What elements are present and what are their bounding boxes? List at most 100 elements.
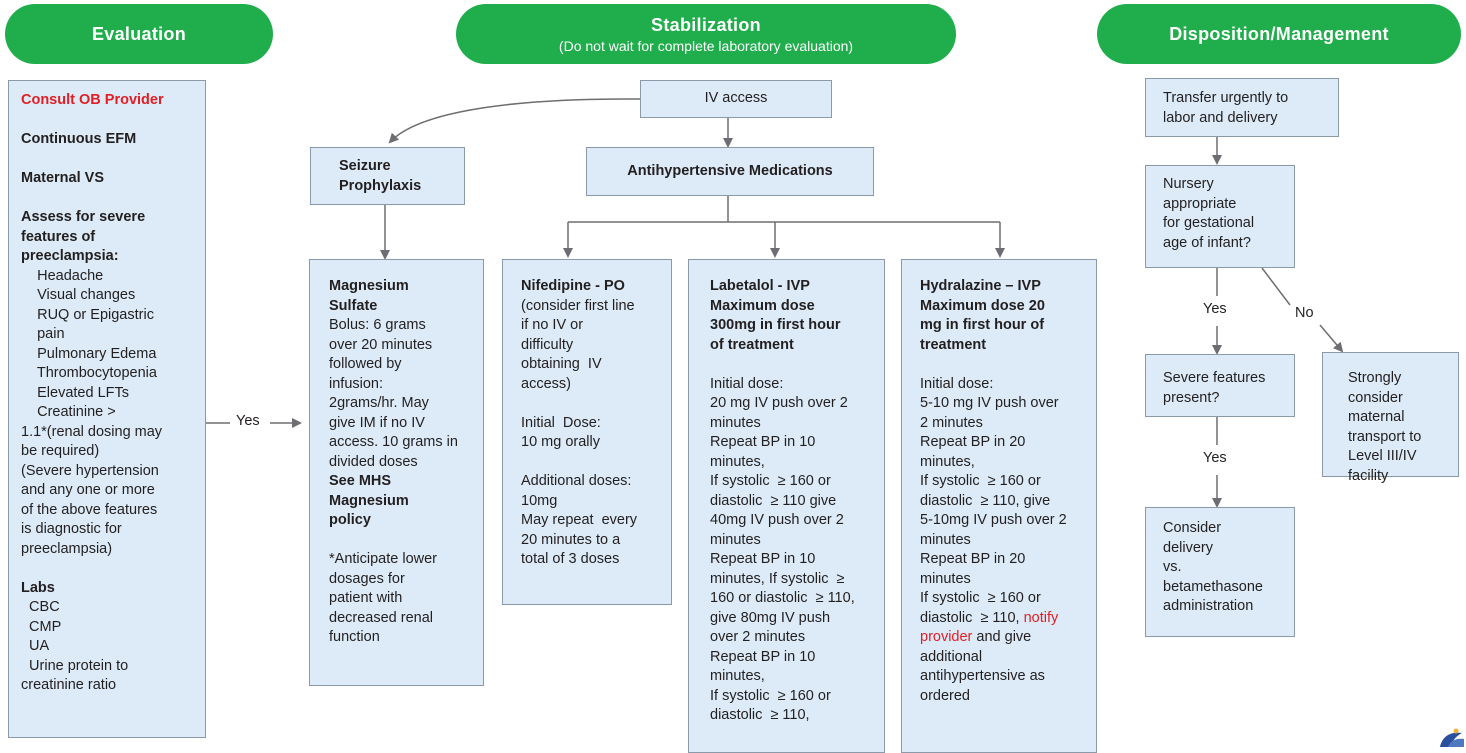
labetalol-line: Repeat BP in 10 xyxy=(710,551,816,567)
assess-line: Assess for severe xyxy=(21,209,146,225)
nifedipine-line: May repeat every xyxy=(521,512,638,528)
feature-item: Visual changes xyxy=(21,287,136,303)
yes-label-evaluation: Yes xyxy=(236,413,260,429)
transfer-line: labor and delivery xyxy=(1163,109,1278,126)
labetalol-line: Repeat BP in 10 xyxy=(710,648,816,665)
header-evaluation-title: Evaluation xyxy=(91,23,187,44)
labetalol-line: Initial dose: xyxy=(710,375,784,392)
header-disposition: Disposition/Management xyxy=(1097,4,1461,64)
seizure-line: Seizure xyxy=(339,158,391,174)
arrow-to-strongly xyxy=(1319,324,1344,353)
labetalol-title: 300mg in first hour xyxy=(710,317,841,333)
antihypertensive-box: Antihypertensive Medications xyxy=(586,147,874,196)
labetalol-line: If systolic ≥ 160 or xyxy=(710,687,831,704)
magnesium-box: Magnesium Sulfate Bolus: 6 grams over 20… xyxy=(309,259,484,686)
nifedipine-box: Nifedipine - PO (consider first line if … xyxy=(502,259,672,605)
nifedipine-line: 10 mg orally xyxy=(521,434,600,450)
hydralazine-line: 5-10mg IV push over 2 xyxy=(920,512,1067,528)
consider-line: vs. xyxy=(1163,559,1182,575)
feature-item: Thrombocytopenia xyxy=(21,365,157,381)
hydralazine-title: mg in first hour of xyxy=(920,317,1045,333)
labetalol-line: diastolic ≥ 110, xyxy=(710,707,810,723)
hydralazine-line: minutes xyxy=(920,531,971,548)
magnesium-body-line: over 20 minutes xyxy=(329,336,433,353)
magnesium-body-line: access. 10 grams in xyxy=(329,434,458,450)
strongly-line: consider xyxy=(1348,389,1403,406)
criteria-line: is diagnostic for xyxy=(21,521,122,537)
header-evaluation: Evaluation xyxy=(5,4,273,64)
hydralazine-line: Repeat BP in 20 xyxy=(920,434,1026,450)
assess-line: preeclampsia: xyxy=(21,248,119,264)
nifedipine-line: 20 minutes to a xyxy=(521,531,621,548)
lab-item: UA xyxy=(21,638,50,654)
iv-access-box: IV access xyxy=(640,80,832,118)
header-stabilization: Stabilization (Do not wait for complete … xyxy=(456,4,956,64)
hydralazine-line: additional xyxy=(920,648,983,665)
nifedipine-line: obtaining IV xyxy=(521,356,602,372)
assess-line: features of xyxy=(21,228,96,245)
nursery-no-label: No xyxy=(1295,305,1314,321)
notify-text: notify xyxy=(1023,609,1059,626)
magnesium-note-line: *Anticipate lower xyxy=(329,551,437,567)
hydralazine-title: Maximum dose 20 xyxy=(920,297,1045,314)
strongly-line: Strongly xyxy=(1348,370,1402,386)
labetalol-line: diastolic ≥ 110 give xyxy=(710,492,837,509)
labetalol-line: minutes, xyxy=(710,453,765,470)
antihypertensive-label: Antihypertensive Medications xyxy=(627,162,833,179)
hydralazine-notify-line: diastolic ≥ 110, notify xyxy=(920,609,1096,629)
labetalol-title: Maximum dose xyxy=(710,297,815,314)
hydralazine-line: minutes, xyxy=(920,453,975,470)
header-stabilization-title: Stabilization xyxy=(651,14,761,35)
criteria-line: and any one or more xyxy=(21,482,155,498)
provider-text: provider xyxy=(920,629,973,645)
criteria-line: be required) xyxy=(21,443,100,459)
nursery-line: appropriate xyxy=(1163,195,1237,212)
nifedipine-line: Initial Dose: xyxy=(521,414,601,431)
hydralazine-line: 2 minutes xyxy=(920,414,983,431)
severe-yes-label: Yes xyxy=(1203,450,1227,466)
feature-item: Pulmonary Edema xyxy=(21,345,157,362)
strongly-consider-box: Strongly consider maternal transport to … xyxy=(1322,352,1459,484)
nursery-no-line xyxy=(1261,267,1291,306)
nifedipine-title: Nifedipine - PO xyxy=(521,278,625,294)
magnesium-note-line: patient with xyxy=(329,590,403,606)
arrow-to-seizure xyxy=(388,98,641,144)
nursery-box: Nursery appropriate for gestational age … xyxy=(1145,165,1295,268)
lab-item: Urine protein to xyxy=(21,657,129,674)
severe-features-box: Severe features present? xyxy=(1145,354,1295,417)
magnesium-title: Magnesium xyxy=(329,278,409,294)
magnesium-note-line: decreased renal xyxy=(329,609,433,626)
labetalol-line: minutes xyxy=(710,414,761,431)
criteria-line: of the above features xyxy=(21,501,158,518)
consider-line: Consider xyxy=(1163,520,1222,536)
labetalol-title: Labetalol - IVP xyxy=(710,278,810,294)
magnesium-note-line: function xyxy=(329,629,380,645)
seizure-prophylaxis-box: Seizure Prophylaxis xyxy=(310,147,465,205)
nursery-line: Nursery xyxy=(1163,176,1214,192)
feature-item: pain xyxy=(21,326,65,342)
labetalol-line: minutes, If systolic ≥ xyxy=(710,570,845,587)
hydralazine-line-b: and give xyxy=(972,629,1032,645)
magnesium-body-line: infusion: xyxy=(329,375,384,392)
consider-line: administration xyxy=(1163,598,1254,614)
nursery-line: for gestational xyxy=(1163,215,1255,231)
magnesium-see-line: See MHS xyxy=(329,473,392,489)
magnesium-see-line: policy xyxy=(329,512,371,528)
hydralazine-line: Initial dose: xyxy=(920,375,994,392)
hydralazine-provider-line: provider and give xyxy=(920,628,1096,648)
labetalol-line: over 2 minutes xyxy=(710,629,806,645)
consult-ob-provider: Consult OB Provider xyxy=(21,92,164,108)
nifedipine-line: difficulty xyxy=(521,336,574,353)
labetalol-box: Labetalol - IVP Maximum dose 300mg in fi… xyxy=(688,259,885,753)
seizure-line: Prophylaxis xyxy=(339,177,422,194)
labetalol-line: minutes, xyxy=(710,668,765,684)
consider-line: delivery xyxy=(1163,539,1213,556)
hydralazine-line-a: diastolic ≥ 110, xyxy=(920,609,1024,626)
consider-delivery-box: Consider delivery vs. betamethasone admi… xyxy=(1145,507,1295,637)
feature-item: Headache xyxy=(21,267,104,284)
header-disposition-title: Disposition/Management xyxy=(1169,23,1389,44)
consider-line: betamethasone xyxy=(1163,578,1263,595)
hydralazine-line: Repeat BP in 20 xyxy=(920,551,1026,567)
labetalol-line: 40mg IV push over 2 xyxy=(710,512,844,528)
